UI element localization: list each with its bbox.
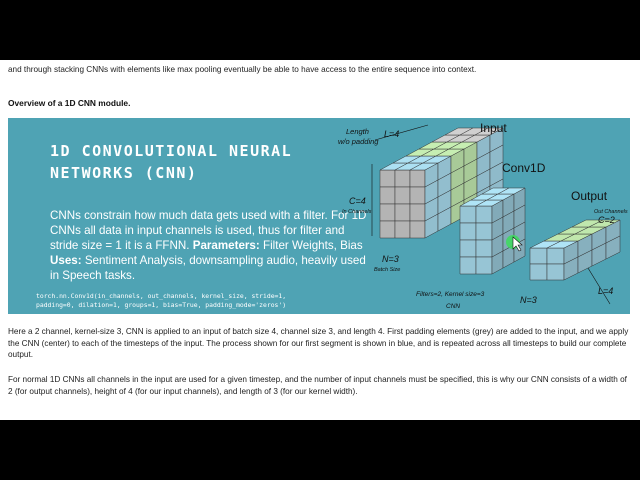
out-length-arrow	[587, 267, 611, 305]
conv-block-top-cell	[497, 187, 526, 195]
mouse-cursor-icon	[512, 236, 523, 252]
uses-label: Uses:	[50, 254, 82, 267]
conv-block-front-cell	[459, 239, 477, 258]
output-block-front-cell	[546, 247, 565, 265]
length-label-2: w/o padding	[338, 137, 379, 146]
article-page: and through stacking CNNs with elements …	[0, 60, 640, 420]
c4-label: C=4	[349, 196, 366, 206]
output-block-front-cell	[529, 263, 548, 281]
input-block-front-cell	[409, 169, 426, 188]
input-block-front-cell	[394, 169, 411, 188]
length-arrow	[374, 124, 429, 141]
explanation-paragraph-2: For normal 1D CNNs all channels in the i…	[8, 375, 627, 396]
out-channels-label: Out Channels	[594, 209, 628, 215]
section-heading: Overview of a 1D CNN module.	[8, 98, 131, 108]
params-label: Parameters:	[192, 239, 260, 252]
filters-label: Filters=2, Kernel size=3	[416, 291, 485, 298]
cnn-diagram: Input Conv1D Output Length w/o padding L…	[338, 121, 628, 310]
input-block-front-cell	[394, 186, 411, 205]
cnn-overview-banner: 1D CONVOLUTIONAL NEURAL NETWORKS (CNN) C…	[8, 118, 630, 314]
conv-block-front-cell	[475, 239, 493, 258]
intro-paragraph: and through stacking CNNs with elements …	[8, 65, 477, 74]
output-block-front-cell	[529, 247, 548, 265]
conv-block-front-cell	[475, 205, 493, 224]
input-label: Input	[480, 121, 507, 135]
out-l4-label: L=4	[598, 286, 613, 296]
banner-description: CNNs constrain how much data gets used w…	[50, 208, 370, 283]
output-block-front-cell	[546, 263, 565, 281]
conv-block-front-cell	[459, 205, 477, 224]
input-block-front-cell	[394, 203, 411, 222]
explanation-paragraph-1: Here a 2 channel, kernel-size 3, CNN is …	[8, 327, 629, 359]
banner-title-line2: NETWORKS (CNN)	[50, 164, 198, 182]
output-block-top-cell	[588, 219, 621, 228]
batch-size-label: Batch Size	[374, 267, 400, 273]
conv-block-front-cell	[475, 256, 493, 275]
input-block-front-cell	[409, 186, 426, 205]
input-block-front-cell	[409, 203, 426, 222]
input-block-front-cell	[379, 169, 396, 188]
input-block-front-cell	[379, 220, 396, 239]
conv1d-label: Conv1D	[502, 161, 546, 175]
conv-block-front-cell	[459, 256, 477, 275]
length-label-1: Length	[346, 127, 369, 136]
conv1d-code-snippet: torch.nn.Conv1d(in_channels, out_channel…	[36, 292, 286, 310]
output-block-side-cell	[605, 235, 621, 260]
cnn-label: CNN	[446, 303, 460, 310]
input-block-front-cell	[379, 203, 396, 222]
banner-title-line1: 1D CONVOLUTIONAL NEURAL	[50, 142, 293, 160]
out-n3-label: N=3	[520, 295, 537, 305]
c2-label: C=2	[598, 215, 615, 225]
conv-block-front-cell	[475, 222, 493, 241]
conv-block-front-cell	[459, 222, 477, 241]
input-block-front-cell	[379, 186, 396, 205]
code-line-2: padding=0, dilation=1, groups=1, bias=Tr…	[36, 301, 287, 309]
uses-value: Sentiment Analysis, downsampling audio, …	[50, 254, 366, 282]
banner-title: 1D CONVOLUTIONAL NEURAL NETWORKS (CNN)	[50, 140, 292, 184]
params-value: Filter Weights, Bias	[262, 239, 363, 252]
input-block-top-cell	[474, 127, 504, 136]
l4-label: L=4	[384, 129, 399, 139]
code-line-1: torch.nn.Conv1d(in_channels, out_channel…	[36, 292, 287, 300]
n3-label: N=3	[382, 254, 399, 264]
cube-grids	[379, 127, 621, 281]
output-label: Output	[571, 189, 608, 203]
in-channels-label: In Channels	[342, 209, 372, 215]
input-block-front-cell	[394, 220, 411, 239]
input-block-front-cell	[409, 220, 426, 239]
banner-desc-part1: CNNs constrain how much data gets used w…	[50, 209, 367, 252]
